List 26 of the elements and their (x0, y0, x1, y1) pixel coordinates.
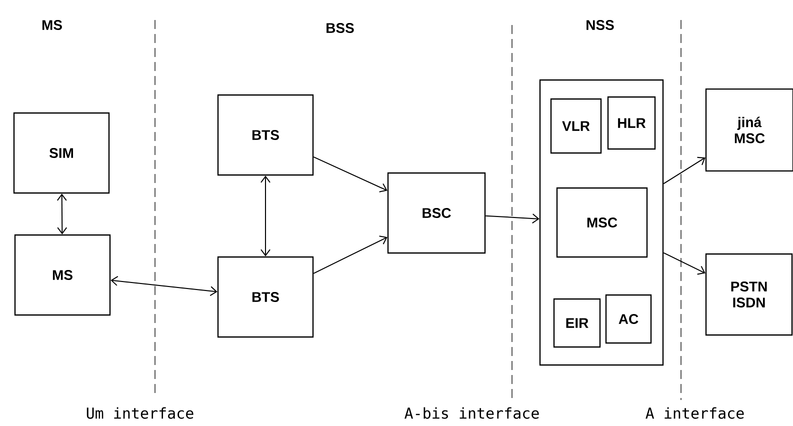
component-box: MSC (556, 187, 648, 258)
arrow (313, 156, 388, 192)
arrow (56, 194, 68, 234)
component-box: EIR (553, 298, 601, 348)
component-box: AC (605, 294, 652, 344)
arrow (485, 214, 540, 224)
component-box: PSTN ISDN (705, 253, 793, 336)
section-heading: BSS (326, 23, 354, 33)
arrow (260, 176, 270, 256)
arrow (313, 236, 388, 274)
arrow (663, 156, 706, 184)
component-box: SIM (13, 112, 110, 194)
section-heading: NSS (586, 20, 614, 30)
component-box: jiná MSC (705, 88, 793, 172)
interface-label: Um interface (86, 407, 194, 419)
component-box: BTS (217, 256, 314, 338)
component-box: MS (14, 234, 111, 316)
component-box: HLR (607, 96, 656, 150)
component-box: BTS (217, 94, 314, 176)
component-box: BSC (387, 172, 486, 254)
interface-label: A interface (646, 407, 744, 419)
interface-label: A-bis interface (404, 407, 539, 419)
component-box: VLR (550, 98, 602, 154)
section-heading: MS (42, 20, 62, 30)
arrow (663, 252, 706, 275)
arrow (110, 276, 218, 296)
